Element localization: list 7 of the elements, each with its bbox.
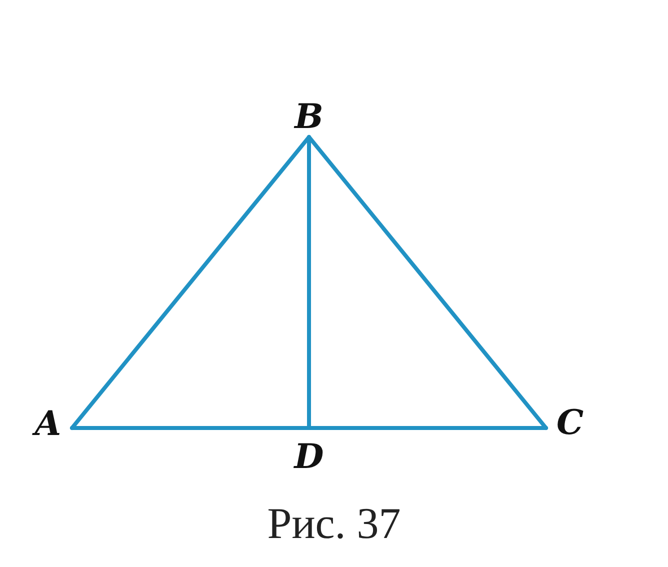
line-segment: [70, 426, 311, 430]
vertex-label: B: [291, 98, 327, 136]
vertex-label: A: [30, 405, 66, 443]
vertex-label: D: [291, 438, 327, 476]
vertex-label: C: [552, 404, 588, 442]
figure-caption: Рис. 37: [266, 498, 402, 549]
line-segment: [307, 426, 548, 430]
